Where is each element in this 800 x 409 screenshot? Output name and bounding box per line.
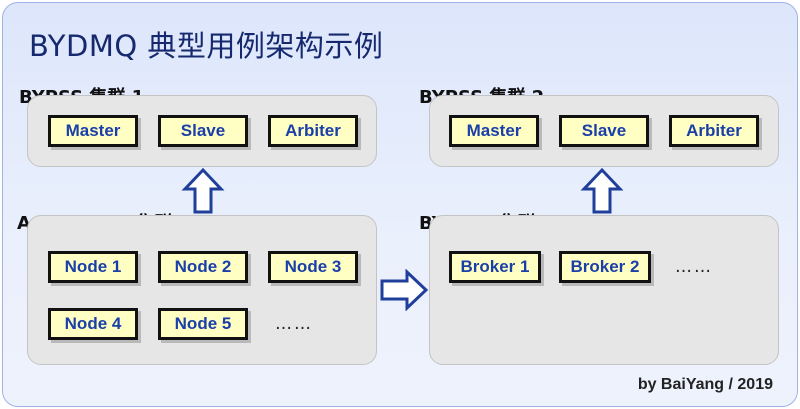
app-more-ellipsis: …… bbox=[275, 314, 313, 334]
bydmq-cluster-box bbox=[429, 215, 779, 365]
diagram-title: BYDMQ 典型用例架构示例 bbox=[29, 29, 384, 63]
arrow-right-icon bbox=[380, 269, 429, 311]
bypss2-master-node: Master bbox=[449, 115, 539, 147]
app-node-1: Node 1 bbox=[48, 251, 138, 283]
author-credit: by BaiYang / 2019 bbox=[637, 376, 773, 393]
app-node-3: Node 3 bbox=[268, 251, 358, 283]
app-node-2: Node 2 bbox=[158, 251, 248, 283]
bypss1-master-node: Master bbox=[48, 115, 138, 147]
arrow-up-icon bbox=[580, 167, 624, 214]
bydmq-broker-1: Broker 1 bbox=[449, 251, 541, 283]
bydmq-more-ellipsis: …… bbox=[675, 257, 713, 277]
bypss1-arbiter-node: Arbiter bbox=[268, 115, 358, 147]
bypss2-arbiter-node: Arbiter bbox=[669, 115, 759, 147]
app-node-4: Node 4 bbox=[48, 308, 138, 340]
bypss2-slave-node: Slave bbox=[559, 115, 649, 147]
arrow-up-icon bbox=[181, 167, 225, 214]
bypss1-slave-node: Slave bbox=[158, 115, 248, 147]
app-cluster-box bbox=[27, 215, 377, 365]
app-node-5: Node 5 bbox=[158, 308, 248, 340]
bydmq-broker-2: Broker 2 bbox=[559, 251, 651, 283]
